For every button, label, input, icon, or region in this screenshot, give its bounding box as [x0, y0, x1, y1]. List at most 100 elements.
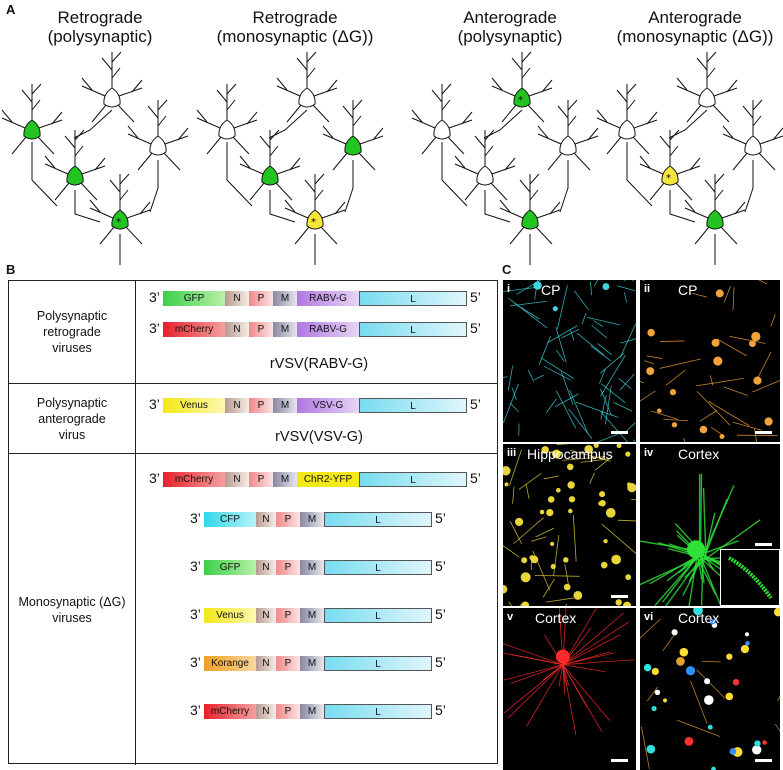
- gene-segment-p: P: [249, 322, 273, 337]
- end-3-prime: 3’: [149, 470, 160, 486]
- gene-segment-l: L: [359, 322, 467, 337]
- micrograph-region-label: Cortex: [678, 610, 720, 626]
- gene-segment-l: L: [359, 472, 467, 487]
- end-3-prime: 3’: [190, 558, 201, 574]
- neuron: [127, 99, 189, 171]
- panel-label-b: B: [6, 262, 16, 277]
- end-5-prime: 5’: [470, 396, 481, 412]
- scale-bar: [755, 759, 772, 762]
- neuron: *: [639, 129, 701, 201]
- gene-segment-rabv-g: RABV-G: [297, 322, 359, 337]
- gene-segment-venus: Venus: [163, 398, 225, 413]
- neuron: [1, 83, 63, 155]
- neuron: *: [284, 173, 346, 245]
- gene-segment-m: M: [300, 608, 324, 623]
- axon: [744, 160, 754, 213]
- scale-bar: [755, 543, 772, 546]
- end-5-prime: 5’: [435, 702, 446, 718]
- neuron: *: [491, 51, 553, 123]
- gene-segment-l: L: [324, 512, 432, 527]
- row-label: Monosynaptic (ΔG) viruses: [9, 454, 136, 765]
- svg-text:*: *: [116, 217, 121, 228]
- gene-segment-rabv-g: RABV-G: [297, 291, 359, 306]
- title-retrograde-mono: Retrograde (monosynaptic (ΔG)): [216, 8, 374, 46]
- svg-text:*: *: [518, 95, 523, 106]
- neuron: [684, 173, 746, 245]
- micrograph-ii: ii CP: [640, 280, 780, 442]
- neuron: [239, 129, 301, 201]
- neuron: *: [89, 173, 151, 245]
- micrograph-vi: vi Cortex: [640, 608, 780, 770]
- end-3-prime: 3’: [149, 396, 160, 412]
- micrograph-numeral: vi: [644, 611, 654, 623]
- gene-segment-m: M: [273, 472, 297, 487]
- gene-segment-m: M: [300, 512, 324, 527]
- end-3-prime: 3’: [149, 289, 160, 305]
- gene-segment-m: M: [273, 322, 297, 337]
- gene-segment-m: M: [300, 560, 324, 575]
- gene-segment-cfp: CFP: [204, 512, 256, 527]
- axon: [668, 109, 708, 139]
- axon: [529, 234, 531, 265]
- micrograph-region-label: Hippocampus: [527, 446, 613, 462]
- end-5-prime: 5’: [435, 606, 446, 622]
- inset-dendrite: [720, 549, 780, 606]
- gene-segment-n: N: [225, 291, 249, 306]
- neuron: [411, 83, 473, 155]
- axon: [149, 160, 159, 213]
- micrograph-numeral: iv: [644, 447, 654, 459]
- neuron: [196, 83, 258, 155]
- end-5-prime: 5’: [470, 470, 481, 486]
- panel-a-circuit-diagrams: Retrograde (polysynaptic) Retrograde (mo…: [0, 0, 783, 265]
- fluorescence-image: [503, 608, 635, 735]
- gene-segment-m: M: [300, 656, 324, 671]
- construct-name: rVSV(RABV-G): [269, 356, 369, 372]
- end-5-prime: 5’: [470, 320, 481, 336]
- neuron: [499, 173, 561, 245]
- axon: [119, 234, 121, 265]
- title-retrograde-poly: Retrograde (polysynaptic): [47, 8, 153, 46]
- neuron: [454, 129, 516, 201]
- scale-bar: [611, 759, 628, 762]
- axon: [714, 234, 716, 265]
- scale-bar: [611, 595, 628, 598]
- axon: [483, 109, 523, 139]
- title-anterograde-poly: Anterograde (polysynaptic): [457, 8, 563, 46]
- neuron: [44, 129, 106, 201]
- gene-segment-gfp: GFP: [204, 560, 256, 575]
- micrograph-region-label: CP: [678, 282, 698, 298]
- gene-segment-korange: Korange: [204, 656, 256, 671]
- gene-segment-l: L: [324, 704, 432, 719]
- gene-segment-n: N: [256, 704, 276, 719]
- gene-segment-m: M: [300, 704, 324, 719]
- neuron: [537, 99, 599, 171]
- axon: [441, 142, 468, 207]
- fluorescence-image: [640, 608, 780, 770]
- scale-bar: [755, 431, 772, 434]
- construct-name: rVSV(VSV-G): [275, 429, 363, 445]
- gene-segment-n: N: [256, 608, 276, 623]
- axon: [626, 142, 653, 207]
- micrograph-numeral: ii: [644, 283, 651, 295]
- gene-segment-p: P: [276, 656, 300, 671]
- micrograph-region-label: Cortex: [535, 610, 577, 626]
- scale-bar: [611, 431, 628, 434]
- axon: [669, 190, 696, 223]
- end-5-prime: 5’: [435, 654, 446, 670]
- fluorescence-image: [640, 280, 780, 442]
- axon: [269, 190, 296, 223]
- gene-segment-n: N: [225, 322, 249, 337]
- gene-segment-venus: Venus: [204, 608, 256, 623]
- panel-label-c: C: [502, 262, 512, 277]
- panel-label-a: A: [6, 2, 16, 17]
- gene-segment-p: P: [276, 608, 300, 623]
- gene-segment-vsv-g: VSV-G: [297, 398, 359, 413]
- gene-segment-n: N: [256, 512, 276, 527]
- end-5-prime: 5’: [470, 289, 481, 305]
